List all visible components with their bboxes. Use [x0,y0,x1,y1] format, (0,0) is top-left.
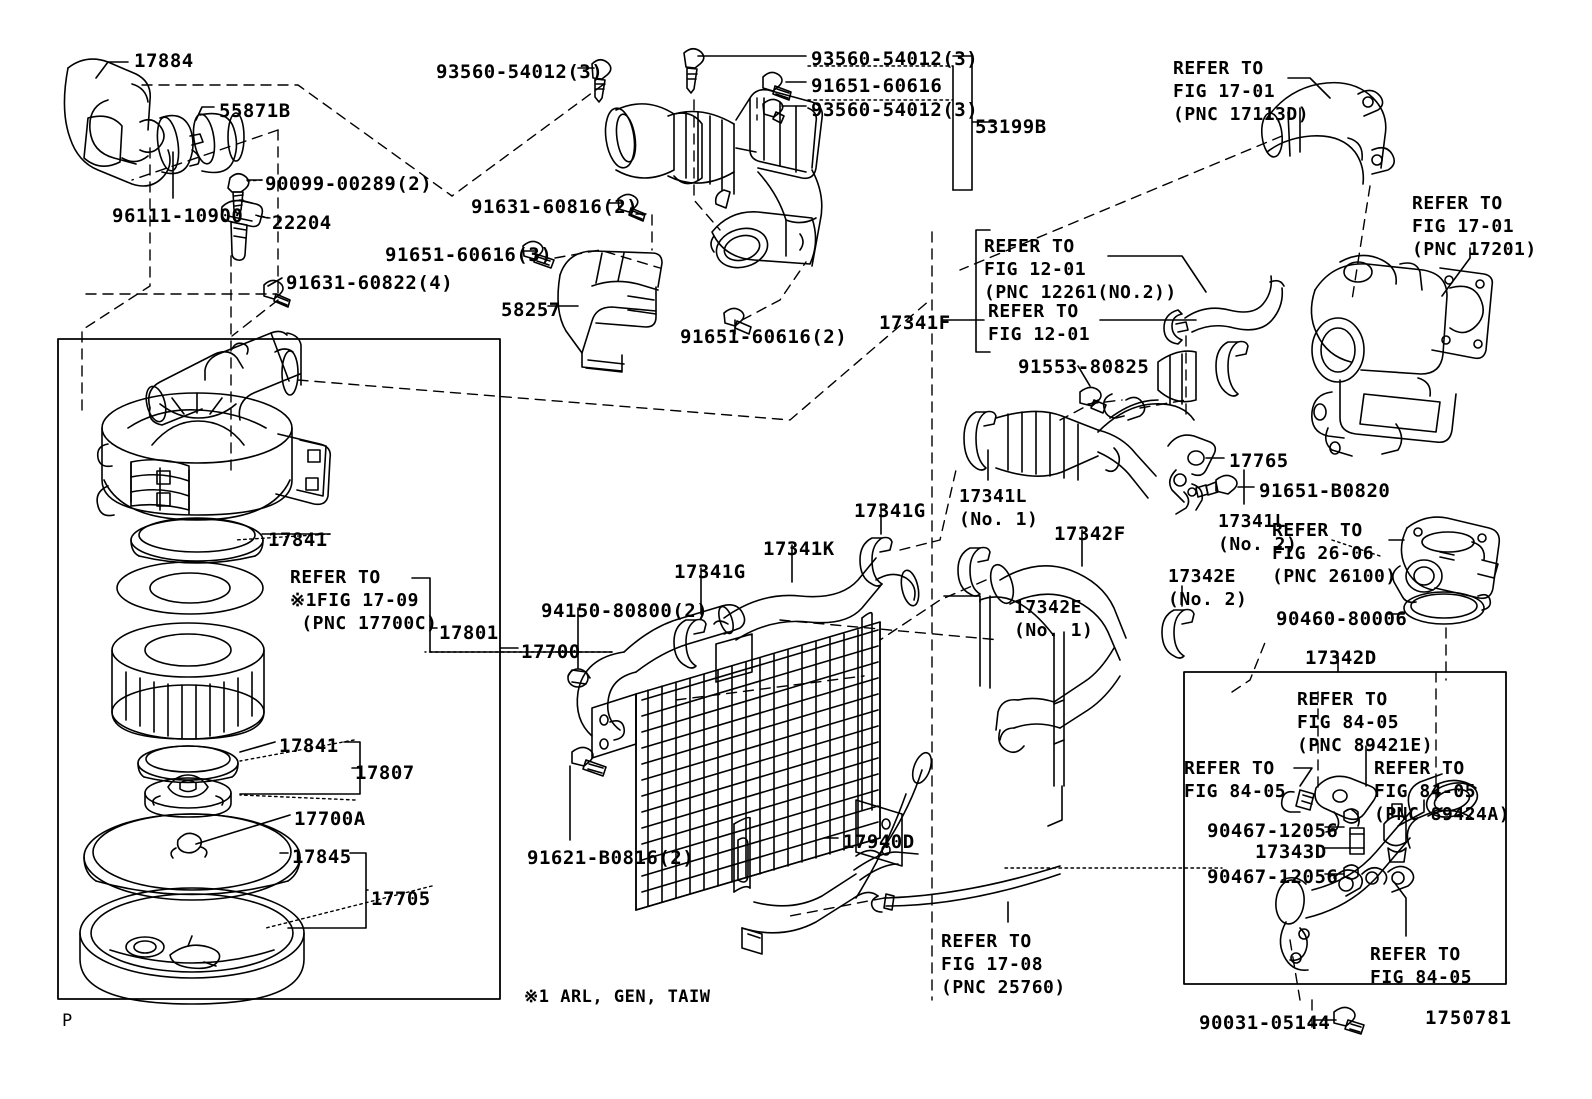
part-callout-ref-8405c: REFER TO FIG 84-05 (PNC 89424A) [1374,758,1511,825]
part-callout-17342d: 17342D [1305,647,1377,669]
part-callout-17841-a: 17841 [268,529,328,551]
part-callout-ref-1701a: REFER TO FIG 17-01 (PNC 17113D) [1173,58,1310,125]
part-callout-91553: 91553-80825 [1018,356,1150,378]
part-callout-ref-1709: REFER TO ※1FIG 17-09 (PNC 17700C) [290,567,438,634]
part-callout-90031: 90031-05144 [1199,1012,1331,1034]
part-callout-58257: 58257 [501,299,561,321]
part-callout-90467-a: 90467-12056 [1207,820,1339,842]
part-callout-22204: 22204 [272,212,332,234]
footnote-note: ※1 ARL, GEN, TAIW [524,987,711,1007]
part-callout-93560-c: 93560-54012(3) [811,99,979,121]
part-callout-91651-60616a: 91651-60616 [811,75,943,97]
part-callout-ref-8405b: REFER TO FIG 84-05 [1184,758,1287,802]
corner-marker: P [62,1011,73,1031]
part-callout-17342f: 17342F [1054,523,1126,545]
part-callout-91631-60822: 91631-60822(4) [286,272,454,294]
part-callout-ref-1201a: REFER TO FIG 12-01 (PNC 12261(NO.2)) [984,236,1177,303]
part-callout-17341f: 17341F [879,312,951,334]
part-callout-17341l2: 17341L (No. 2) [1218,511,1298,555]
part-callout-91621: 91621-B0816(2) [527,847,695,869]
part-callout-17341k: 17341K [763,538,835,560]
part-callout-90467-b: 90467-12056 [1207,866,1339,888]
figure-code: 1750781 [1425,1007,1513,1029]
part-callout-91651-60616c: 91651-60616(2) [680,326,848,348]
part-callout-17807: 17807 [355,762,415,784]
part-callout-17342e1: 17342E (No. 1) [1014,597,1094,641]
part-callout-17765: 17765 [1229,450,1289,472]
part-callout-90099: 90099-00289(2) [265,173,433,195]
part-callout-94150: 94150-80800(2) [541,600,709,622]
part-callout-ref-2606: REFER TO FIG 26-06 (PNC 26100) [1272,520,1397,587]
part-callout-17801: 17801 [439,622,499,644]
part-callout-96111: 96111-10900 [112,205,244,227]
part-callout-91651-b0820: 91651-B0820 [1259,480,1391,502]
part-callout-90460: 90460-80006 [1276,608,1408,630]
part-callout-ref-1701b: REFER TO FIG 17-01 (PNC 17201) [1412,193,1537,260]
part-callout-93560-a: 93560-54012(3) [436,61,604,83]
part-callout-17700: 17700 [521,641,581,663]
part-callout-17700a: 17700A [294,808,366,830]
part-callout-17884: 17884 [134,50,194,72]
part-callout-ref-1708: REFER TO FIG 17-08 (PNC 25760) [941,931,1066,998]
part-callout-17841-b: 17841 [279,735,339,757]
part-callout-17341g-a: 17341G [854,500,926,522]
part-callout-17845: 17845 [292,846,352,868]
part-callout-ref-8405d: REFER TO FIG 84-05 [1370,944,1473,988]
part-callout-ref-1201b: REFER TO FIG 12-01 [988,301,1091,345]
part-callout-17343d: 17343D [1255,841,1327,863]
part-callout-17341g-b: 17341G [674,561,746,583]
part-callout-91631-60816: 91631-60816(2) [471,196,639,218]
part-callout-17940d: 17940D [843,831,915,853]
part-callout-55871b: 55871B [219,100,291,122]
part-callout-ref-8405a: REFER TO FIG 84-05 (PNC 89421E) [1297,689,1434,756]
part-callout-53199b: 53199B [975,116,1047,138]
part-callout-17341l1: 17341L (No. 1) [959,486,1039,530]
part-callout-17342e2: 17342E (No. 2) [1168,566,1248,610]
part-callout-91651-60616b: 91651-60616(3) [385,244,553,266]
part-callout-93560-b: 93560-54012(3) [811,48,979,70]
part-callout-17705: 17705 [371,888,431,910]
